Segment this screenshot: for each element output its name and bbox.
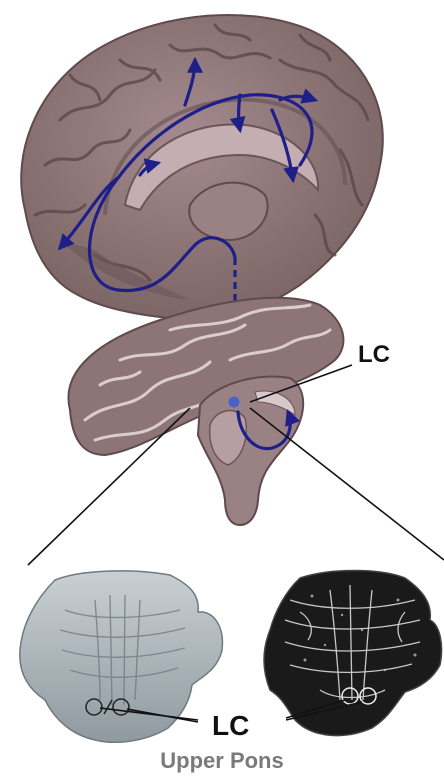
- pons-section-dark-tissue: [264, 571, 442, 736]
- right-section-leader: [250, 408, 444, 560]
- upper-pons-caption: Upper Pons: [160, 748, 283, 773]
- lc-label-lower: LC: [212, 710, 249, 741]
- pons-section-dark: [264, 571, 442, 736]
- pons-section-light: [20, 571, 223, 742]
- cerebral-hemisphere: [21, 15, 383, 320]
- projection-branch-parietal: [239, 95, 241, 130]
- lc-nucleus-marker: [229, 397, 240, 408]
- cerebellum-brainstem: [68, 298, 343, 525]
- lc-label-upper: LC: [358, 341, 390, 368]
- cortex-outline: [21, 15, 383, 320]
